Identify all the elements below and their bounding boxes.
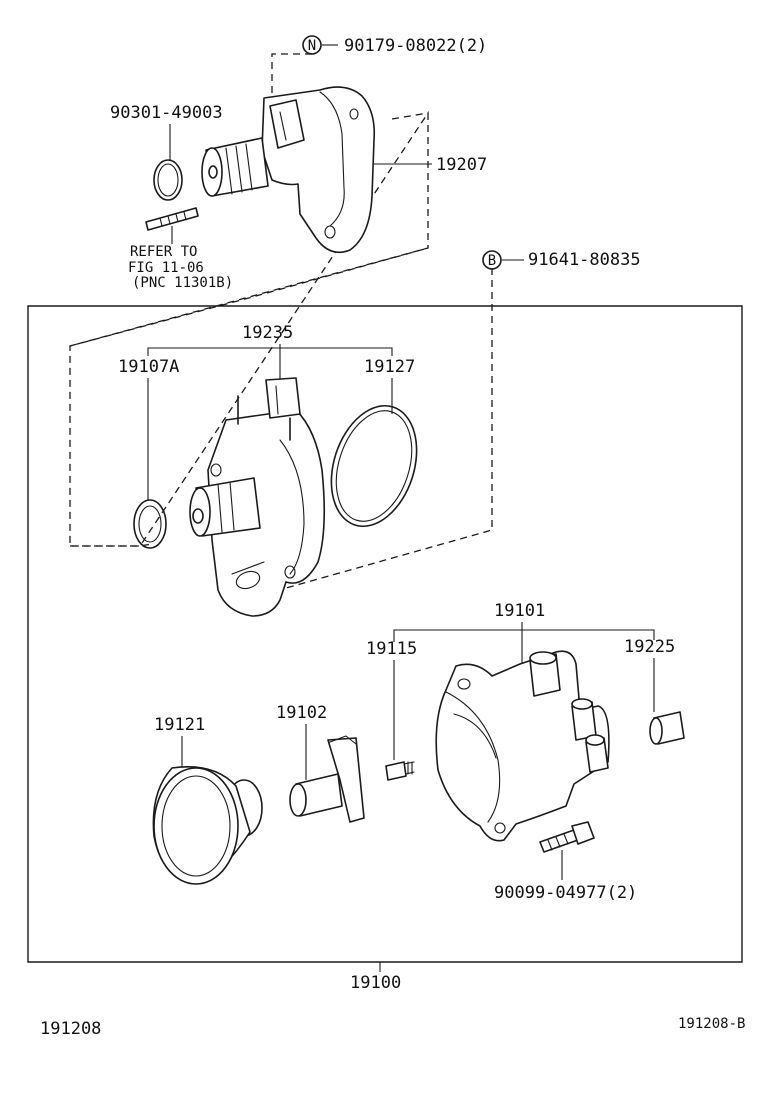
label-91641-80835: 91641-80835 [528,250,641,270]
label-19127: 19127 [364,357,415,377]
refer-text-1: REFER TO [130,244,197,260]
o-ring-19107A [133,499,167,549]
footer-code-right: 191208-B [678,1016,745,1032]
distributor-cap-19101 [435,650,610,842]
housing-19235 [189,377,326,617]
label-90179-08022: 90179-08022(2) [344,36,487,56]
label-19100: 19100 [350,973,401,993]
label-19235: 19235 [242,323,293,343]
refer-text-2: FIG 11-06 [128,260,204,276]
carbon-19115 [385,761,415,781]
rotor-19102 [289,735,365,823]
refer-text-3: (PNC 11301B) [132,275,233,291]
gasket-19127-inner [335,410,413,522]
label-19121: 19121 [154,715,205,735]
label-19115: 19115 [366,639,417,659]
callout-b-circle [482,250,502,270]
sleeve-19225 [649,711,685,745]
dashed-screw-link [271,53,312,100]
label-90301-49003: 90301-49003 [110,103,223,123]
dashed-group-top [391,112,429,120]
bolt-90099 [539,821,595,853]
o-ring-90301 [153,159,183,201]
callout-n: N [308,38,316,54]
label-19207: 19207 [436,155,487,175]
assembly-frame [27,305,743,963]
dust-cover-19121 [152,766,263,885]
footer-code-left: 191208 [40,1019,101,1039]
dashed-group-right [285,268,493,589]
dashed-group-19207 [69,110,429,547]
gasket-19127 [330,404,418,528]
label-19102: 19102 [276,703,327,723]
bracket-19101 [393,629,655,642]
bracket-19235 [147,347,393,356]
o-ring-19107A-inner [138,505,162,543]
label-19101: 19101 [494,601,545,621]
o-ring-90301-inner [157,163,179,197]
dashed-group-19235 [69,247,429,347]
callout-b: B [488,253,496,269]
stud-bolt [145,207,199,231]
housing-19207 [201,86,376,254]
label-90099-04977: 90099-04977(2) [494,883,637,903]
dashed-group-lower [70,543,153,547]
label-19225: 19225 [624,637,675,657]
label-19107A: 19107A [118,357,179,377]
